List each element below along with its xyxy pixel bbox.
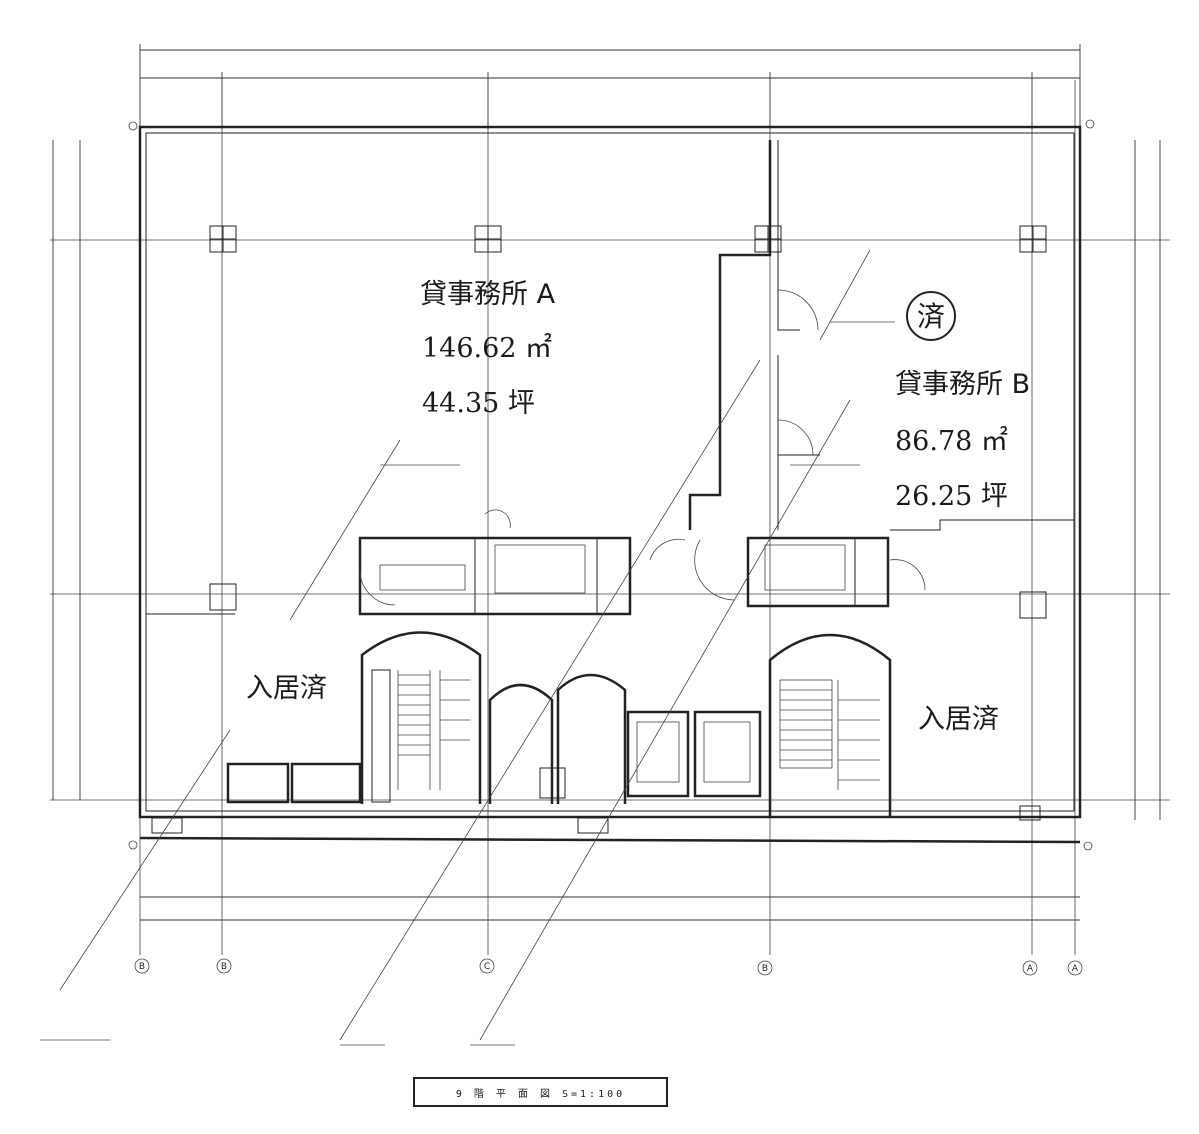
office-a-status: 入居済 (246, 673, 327, 704)
axis-markers: B B C B A A (134, 958, 1083, 976)
office-b-name: 貸事務所 B (895, 369, 1030, 400)
office-a-info: 貸事務所 A 146.62 ㎡ 44.35 坪 入居済 (246, 279, 556, 704)
restrooms-elevators (488, 673, 762, 804)
section-leader-lines (40, 249, 895, 1046)
grid-axes (50, 80, 1170, 955)
office-b-badge: 済 (917, 300, 945, 333)
office-b-status: 入居済 (918, 704, 999, 735)
drawing-title: 9 階 平 面 図 S=1:100 (413, 1077, 668, 1107)
office-b-area-tsubo: 26.25 坪 (895, 481, 1008, 512)
occupied-badge-icon (906, 291, 956, 341)
axis-label-2: B (221, 962, 227, 972)
columns (209, 225, 1047, 821)
axis-label-4: B (762, 964, 768, 974)
office-b-info: 済 貸事務所 B 86.78 ㎡ 26.25 坪 入居済 (895, 291, 1030, 735)
office-b-area-m2: 86.78 ㎡ (895, 426, 1008, 457)
axis-label-5: A (1027, 964, 1034, 974)
bottom-dimension-lines (140, 896, 1080, 921)
outer-walls (128, 119, 1095, 851)
top-dimension-lines (139, 44, 1081, 130)
partition-walls (146, 140, 1075, 615)
office-a-name: 貸事務所 A (420, 279, 556, 310)
side-dimension-lines (52, 140, 1161, 820)
stair-left (360, 631, 482, 804)
axis-label-3: C (484, 962, 490, 972)
core-upper-rooms (358, 509, 926, 616)
axis-label-1: B (139, 962, 145, 972)
office-a-area-m2: 146.62 ㎡ (422, 333, 552, 364)
stair-right (768, 633, 892, 818)
office-a-area-tsubo: 44.35 坪 (422, 388, 535, 419)
axis-label-6: A (1072, 964, 1079, 974)
duct-boxes (151, 762, 609, 834)
